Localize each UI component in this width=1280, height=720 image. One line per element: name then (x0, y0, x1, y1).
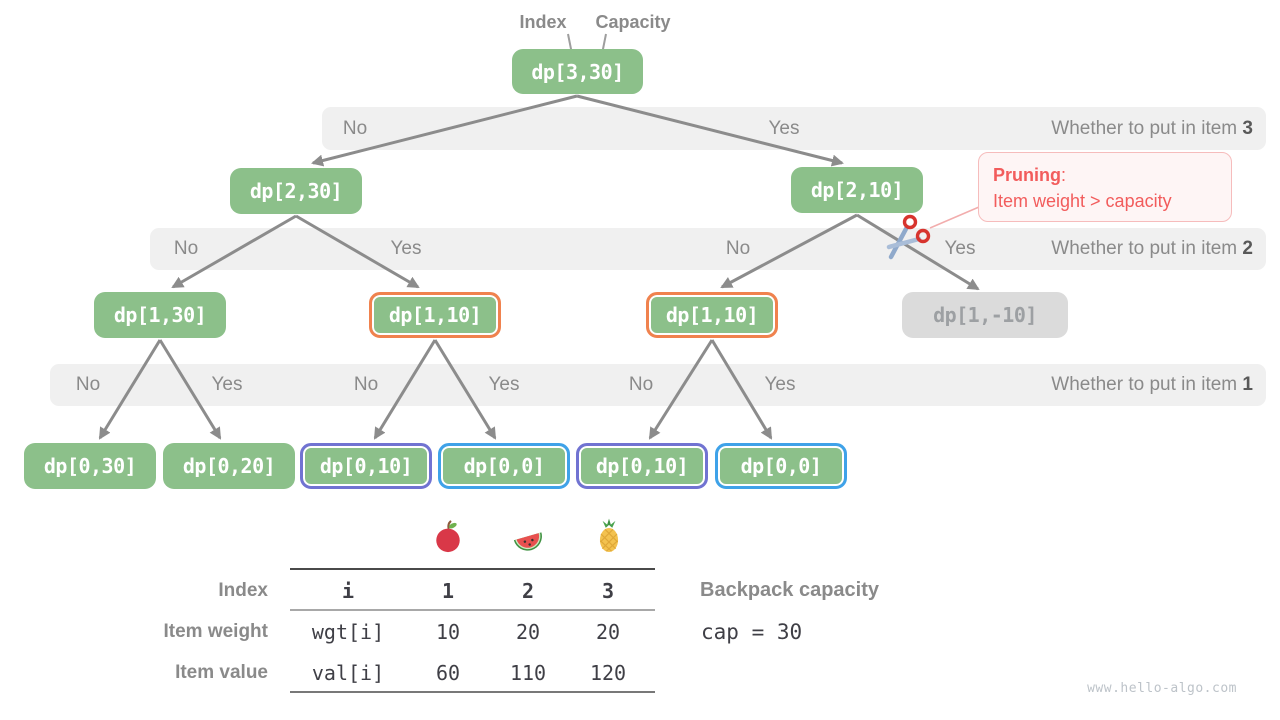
band1-no-label-1: No (75, 374, 101, 395)
apple-icon (436, 520, 460, 553)
node-dp-3-30: dp[3,30] (512, 49, 643, 94)
table-cell: wgt[i] (311, 620, 385, 644)
band3-caption: Whether to put in item 3 (1051, 117, 1253, 139)
table-cell: 10 (435, 620, 461, 644)
table-rowhead-value: Item value (175, 662, 268, 683)
band3-yes-label: Yes (768, 117, 800, 139)
node-dp-1-10-right: dp[1,10] (646, 292, 778, 338)
band1-caption: Whether to put in item 1 (1051, 374, 1253, 395)
node-dp-0-30: dp[0,30] (24, 443, 156, 489)
node-dp-0-0-left: dp[0,0] (438, 443, 570, 489)
table-top-rule (290, 568, 655, 570)
band2-no-label-2: No (725, 238, 751, 259)
table-cell: 3 (601, 579, 615, 603)
pineapple-icon (599, 518, 619, 552)
capacity-pointer-label: Capacity (595, 12, 671, 32)
table-rowhead-index: Index (218, 580, 268, 601)
scissors-icon (886, 214, 931, 260)
pruning-reason: Item weight > capacity (993, 191, 1172, 211)
watermelon-icon (513, 532, 542, 551)
node-dp-0-10-right: dp[0,10] (576, 443, 708, 489)
node-dp-1-neg10-pruned: dp[1,-10] (902, 292, 1068, 338)
band1-yes-label-1: Yes (211, 374, 243, 395)
table-cell: 2 (521, 579, 535, 603)
decision-band-item1: No Yes No Yes No Yes Whether to put in i… (50, 364, 1266, 406)
band2-no-label-1: No (173, 238, 199, 259)
table-cell: val[i] (311, 661, 385, 685)
table-cell: 60 (435, 661, 461, 685)
table-cell: 120 (589, 661, 627, 685)
table-mid-rule (290, 609, 655, 611)
band1-yes-label-3: Yes (764, 374, 796, 395)
pruning-callout: Pruning: Item weight > capacity (978, 152, 1232, 222)
backpack-capacity-value: cap = 30 (701, 620, 803, 644)
node-dp-2-30: dp[2,30] (230, 168, 362, 214)
node-dp-1-30: dp[1,30] (94, 292, 226, 338)
decision-band-item2: No Yes No Yes Whether to put in item 2 (150, 228, 1266, 270)
table-rowhead-weight: Item weight (163, 621, 268, 642)
table-cell: i (341, 579, 355, 603)
watermark: www.hello-algo.com (1087, 681, 1237, 696)
table-cell: 20 (595, 620, 621, 644)
node-dp-0-20: dp[0,20] (163, 443, 295, 489)
band2-yes-label-2: Yes (944, 238, 976, 259)
band2-yes-label-1: Yes (390, 238, 422, 259)
index-pointer-label: Index (519, 12, 567, 32)
table-cell: 20 (515, 620, 541, 644)
table-cell: 1 (441, 579, 455, 603)
backpack-capacity-label: Backpack capacity (700, 579, 880, 601)
node-dp-0-0-right: dp[0,0] (715, 443, 847, 489)
node-dp-2-10: dp[2,10] (791, 167, 923, 213)
table-bottom-rule (290, 691, 655, 693)
decision-band-item3: No Yes Whether to put in item 3 (322, 107, 1266, 150)
node-dp-1-10-left: dp[1,10] (369, 292, 501, 338)
band2-caption: Whether to put in item 2 (1051, 238, 1253, 259)
table-cell: 110 (509, 661, 547, 685)
pruning-title: Pruning (993, 165, 1061, 185)
node-dp-0-10-left: dp[0,10] (300, 443, 432, 489)
band1-yes-label-2: Yes (488, 374, 520, 395)
band1-no-label-3: No (628, 374, 654, 395)
band1-no-label-2: No (353, 374, 379, 395)
band3-no-label: No (342, 117, 368, 139)
